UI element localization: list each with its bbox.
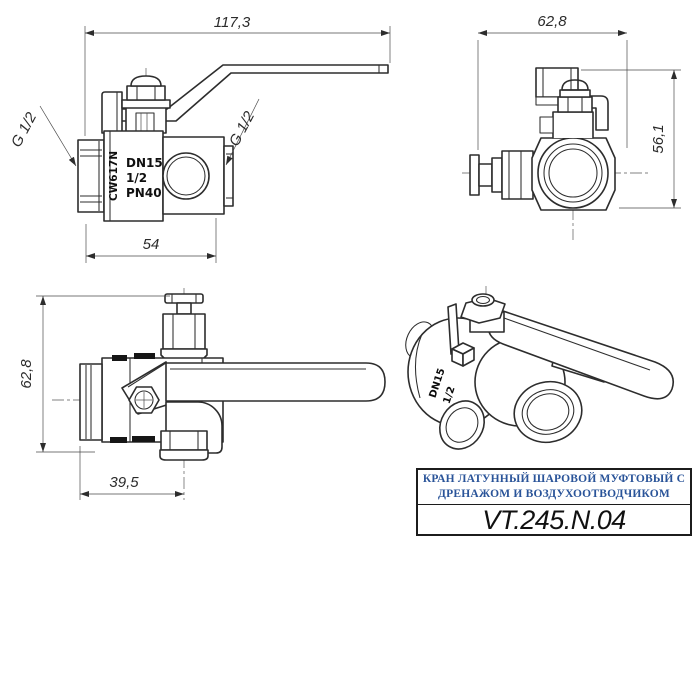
title-block: КРАН ЛАТУННЫЙ ШАРОВОЙ МУФТОВЫЙ С ДРЕНАЖО… — [416, 468, 692, 536]
svg-text:117,3: 117,3 — [214, 14, 251, 31]
svg-text:62,8: 62,8 — [18, 359, 35, 389]
marking-size: 1/2 — [126, 171, 147, 185]
end-view: 62,8 56,1 — [462, 13, 681, 240]
top-view-air-vent — [160, 293, 208, 361]
marking-pn: PN40 — [126, 186, 162, 200]
top-view-handle — [121, 361, 386, 415]
svg-text:56,1: 56,1 — [650, 124, 667, 153]
iso-view-left-port — [439, 400, 485, 450]
dim-end-height: 56,1 — [581, 69, 681, 209]
thread-label-left: G 1/2 — [8, 105, 77, 167]
iso-view: DN15 1/2 — [405, 286, 674, 450]
end-view-drain-fitting — [469, 150, 534, 200]
top-view-drain — [159, 401, 223, 461]
end-view-stem — [535, 67, 609, 139]
dim-overall-length: 117,3 — [84, 14, 391, 136]
side-view-stem — [121, 75, 171, 134]
title-block-name-cell: КРАН ЛАТУННЫЙ ШАРОВОЙ МУФТОВЫЙ С ДРЕНАЖО… — [418, 470, 690, 505]
top-view: 62,8 39,5 — [18, 288, 386, 500]
svg-text:G 1/2: G 1/2 — [226, 108, 259, 149]
product-title-line2: ДРЕНАЖОМ И ВОЗДУХООТВОДЧИКОМ — [438, 488, 670, 500]
side-view: CW617N DN15 1/2 PN40 117,3 54 G 1/2 G 1/… — [8, 14, 391, 263]
side-view-stop-bracket — [101, 91, 123, 134]
marking-material: CW617N — [108, 151, 120, 201]
dim-end-width: 62,8 — [477, 13, 628, 150]
dim-body-length: 54 — [85, 218, 217, 263]
top-view-pivot-nut — [128, 386, 160, 414]
dim-port-to-axis: 39,5 — [79, 446, 184, 500]
iso-marking-2: 1/2 — [442, 385, 458, 405]
iso-view-front-port — [513, 380, 583, 444]
part-number: VT.245.N.04 — [482, 505, 626, 535]
product-title-line1: КРАН ЛАТУННЫЙ ШАРОВОЙ МУФТОВЫЙ С — [422, 473, 686, 486]
iso-view-stem — [447, 293, 506, 367]
side-view-body — [77, 130, 234, 222]
dim-top-depth: 62,8 — [18, 295, 170, 453]
title-block-number-cell: VT.245.N.04 — [418, 505, 690, 536]
svg-text:39,5: 39,5 — [109, 474, 139, 491]
svg-text:62,8: 62,8 — [537, 13, 567, 30]
svg-text:G 1/2: G 1/2 — [8, 109, 41, 150]
thread-label-right: G 1/2 — [225, 98, 260, 166]
svg-text:54: 54 — [143, 236, 160, 253]
marking-dn: DN15 — [126, 156, 163, 170]
